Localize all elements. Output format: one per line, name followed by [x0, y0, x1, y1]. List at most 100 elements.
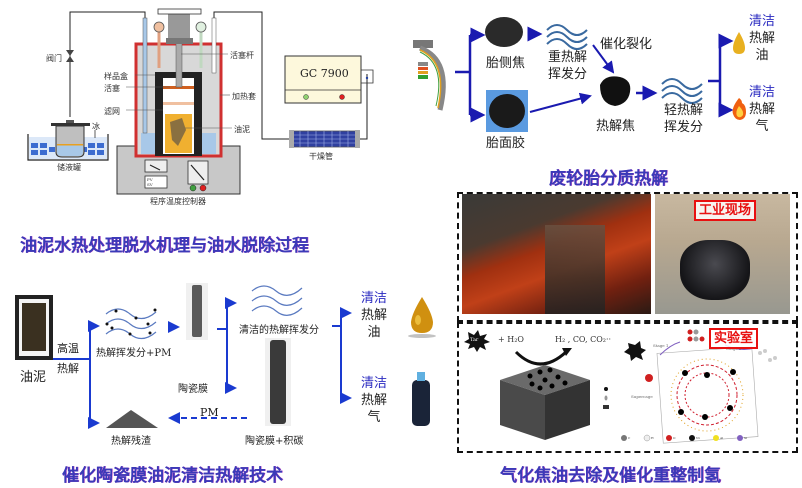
dryer-grid: [292, 131, 356, 147]
supercage-label: Supercage: [631, 394, 653, 399]
red-indicator[interactable]: [199, 184, 207, 192]
arrow-tread-to-coke: [529, 92, 592, 113]
pyrolysis-coke-image: [600, 76, 631, 106]
tar-blob: [680, 240, 750, 300]
heavy-volatiles-line2: 挥发分: [548, 67, 588, 82]
tire-title: 废轮胎分质热解: [549, 169, 668, 189]
tank-lid: [51, 123, 90, 126]
clean-word: 清洁: [749, 85, 776, 100]
ni-particles: [527, 367, 568, 391]
gc-green-light: [303, 94, 309, 100]
dryer-cap-left: [289, 130, 294, 148]
gc-port-dot: [365, 76, 369, 80]
bath-outline: [27, 134, 109, 161]
dryer-label: 干燥管: [309, 152, 333, 161]
pyrolysis-word: 热解: [749, 102, 776, 117]
legend-o: O: [673, 436, 676, 440]
pyrolysis-word: 热解: [361, 308, 388, 323]
sidewall-coke-label: 胎侧焦: [486, 56, 526, 71]
oil-word: 油: [367, 325, 381, 340]
tire-clean-oil-label: 清洁 热解 油: [749, 13, 775, 64]
sample-box-label: 样品盒: [104, 72, 128, 81]
rod-housing: [168, 14, 190, 44]
pv-label: PV: [147, 177, 153, 182]
voltmeter-needle: [149, 164, 161, 171]
top-plate: [157, 8, 202, 15]
heavy-volatiles-wave-icon: [546, 24, 588, 50]
legend-ni: Ni: [696, 436, 700, 440]
voltmeter: [144, 159, 168, 173]
zeolite-structure-icon: [670, 358, 744, 432]
reaction-arrow-head: [562, 348, 572, 356]
reaction-arrow: [514, 350, 568, 366]
sludge-content: [22, 303, 46, 351]
light-volatiles-label: 轻热解 挥发分: [664, 102, 703, 136]
legend-support: [604, 395, 608, 401]
valve-label: 阀门: [46, 54, 62, 63]
gc-instrument: [284, 55, 362, 104]
leader-lines: [126, 53, 232, 129]
zeolite-frame: [656, 346, 759, 444]
oil-sludge-label: 油泥: [20, 370, 47, 385]
gc-red-light: [339, 94, 345, 100]
residue-label: 热解残渣: [111, 436, 151, 447]
pressure-gauge-icon: [153, 21, 165, 33]
legend-ni-dot: [604, 387, 608, 391]
membrane-carbon-label: 陶瓷膜+积碳: [245, 436, 304, 447]
pm-label: PM: [200, 406, 219, 419]
product-molecules: [687, 329, 777, 362]
tread-rubber-pile: [489, 94, 525, 128]
gas-cylinder-icon: [412, 380, 430, 426]
high-temp-label: 高温: [57, 342, 79, 355]
piston-rod-label: 活塞杆: [230, 51, 254, 60]
oil-drop-highlight: [415, 315, 421, 325]
pipe-tank: [69, 11, 146, 117]
inlet-tube: [142, 17, 148, 134]
ammeter-needle: [190, 164, 205, 181]
element-legend: [621, 434, 743, 442]
catalyst-block-right: [545, 380, 590, 440]
valve-icon-lower: [66, 56, 74, 62]
sidewall-coke-image: [485, 17, 523, 47]
stage1-arrow: [659, 341, 681, 356]
oil-sludge-label: 油泥: [234, 125, 250, 134]
gc-port: [361, 69, 374, 84]
ceramic-membrane-image: [192, 285, 202, 337]
heavy-volatiles-line1: 重热解: [548, 50, 588, 65]
pm-particles: [105, 308, 157, 336]
pyrolysis-word: 热解: [361, 393, 388, 408]
valve-icon: [66, 50, 74, 56]
gas-word: 气: [367, 410, 381, 425]
legend-si: Si: [744, 436, 748, 440]
filter-label: 滤网: [104, 107, 120, 116]
tank-label: 储液罐: [57, 163, 81, 172]
pv-sv-display: [144, 175, 168, 189]
heating-jacket-label: 加热套: [232, 92, 256, 101]
catalyst-block-left: [500, 380, 545, 440]
membrane-clean-oil-label: 清洁 热解 油: [361, 290, 387, 341]
clean-volatiles-label: 清洁的热解挥发分: [239, 325, 319, 336]
light-volatiles-line2: 挥发分: [664, 120, 704, 135]
cylinder-valve: [417, 372, 425, 381]
tire-clean-gas-label: 清洁 热解 气: [749, 84, 775, 135]
water-molecule-icon: [645, 374, 653, 382]
legend-c: C: [628, 436, 631, 440]
oil-drop-icon: [733, 32, 745, 54]
ceramic-membrane-label: 陶瓷膜: [178, 384, 208, 395]
rod-flange: [166, 38, 193, 44]
membrane-clean-gas-label: 清洁 热解 气: [361, 375, 387, 426]
tank-oil-layer: [57, 144, 83, 146]
industrial-badge: 工业现场: [694, 200, 757, 221]
tire-cross-section-icon: [413, 40, 446, 111]
tank-liquid: [57, 145, 83, 156]
pyrolysis-word: 热解: [749, 31, 776, 46]
tread-rubber-label: 胎面胶: [486, 136, 526, 151]
residue-pile-icon: [106, 410, 158, 428]
industrial-frame: [457, 192, 798, 322]
legend-al: Al: [720, 436, 724, 440]
green-indicator[interactable]: [189, 184, 197, 192]
heavy-volatiles-label: 重热解 挥发分: [548, 49, 587, 83]
tar-star-icon: [464, 330, 490, 352]
